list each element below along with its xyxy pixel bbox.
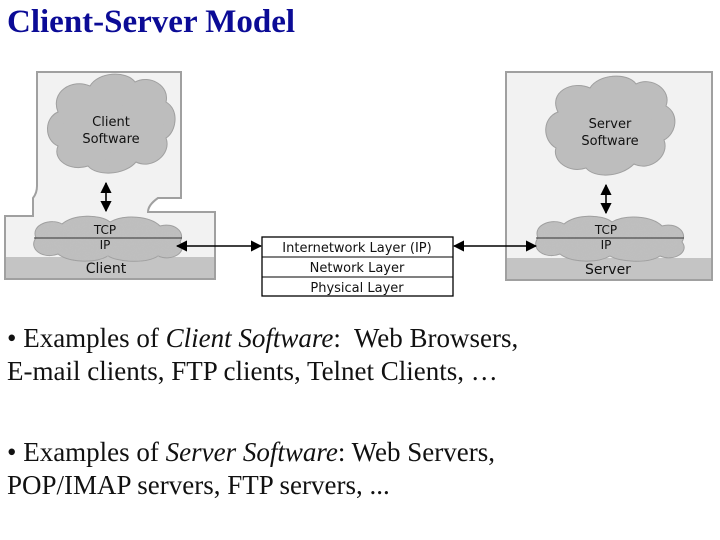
bullet-server-rest2: POP/IMAP servers, FTP servers, ... (7, 470, 390, 500)
bullet-server-rest1: Web Servers, (345, 437, 495, 467)
bullet-client-colon: : (333, 323, 341, 353)
client-software-label-2: Software (82, 132, 139, 147)
client-tcp-label: TCP (93, 223, 116, 237)
server-tcpip-cloud (535, 215, 685, 262)
bullet-client-term: Client Software (165, 323, 334, 353)
layer-network-label: Network Layer (310, 261, 405, 276)
client-software-label-1: Client (92, 115, 130, 130)
client-ip-label: IP (100, 238, 111, 252)
bullet-client-examples: • Examples of Client Software: Web Brows… (7, 322, 707, 388)
server-software-label-2: Software (581, 134, 638, 149)
server-software-cloud (545, 75, 676, 176)
bullet-server-colon: : (337, 437, 346, 467)
network-layer-stack (261, 236, 454, 297)
bullet-server-examples: • Examples of Server Software: Web Serve… (7, 436, 707, 502)
client-software-cloud (47, 73, 176, 174)
bullet-server-prefix: • Examples of (7, 437, 166, 467)
layer-internetwork-label: Internetwork Layer (IP) (282, 241, 431, 256)
client-server-diagram: Client Software TCP IP Client Server Sof… (4, 71, 713, 297)
server-ip-label: IP (601, 238, 612, 252)
server-software-label-1: Server (589, 117, 632, 132)
page-title: Client-Server Model (7, 4, 296, 40)
layer-physical-label: Physical Layer (310, 281, 404, 296)
client-label: Client (86, 261, 127, 277)
bullet-server-term: Server Software (165, 437, 338, 467)
bullet-client-prefix: • Examples of (7, 323, 166, 353)
client-bar (6, 257, 214, 278)
bullet-client-rest2: E-mail clients, FTP clients, Telnet Clie… (7, 356, 498, 386)
server-tcp-label: TCP (594, 223, 617, 237)
server-label: Server (585, 262, 631, 278)
bullet-client-rest1: Web Browsers, (340, 323, 519, 353)
server-bar (507, 258, 711, 279)
